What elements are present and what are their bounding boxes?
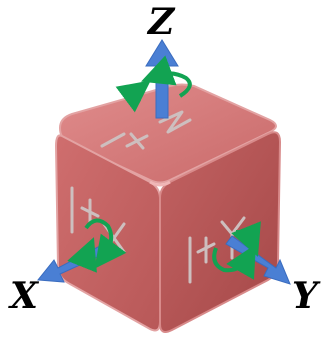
cube-left-face <box>54 134 161 332</box>
y-rotation-arrow <box>212 244 256 280</box>
z-axis-label: Z <box>146 1 176 43</box>
cube-edge-highlight <box>149 180 171 187</box>
z-rotation-arrow-lower <box>115 80 151 113</box>
z-rotation-arrow <box>141 55 192 98</box>
x-axis: X <box>8 218 127 317</box>
y-rotation-arrow-upper <box>231 221 261 257</box>
y-axis: Y <box>212 221 321 317</box>
x-axis-label: X <box>8 275 40 317</box>
z-axis: Z <box>115 1 192 119</box>
x-rotation-arrow-lower <box>67 237 97 273</box>
x-rotation-arrow <box>84 218 127 269</box>
face-mark-top <box>100 110 192 150</box>
y-axis-label: Y <box>292 275 321 317</box>
